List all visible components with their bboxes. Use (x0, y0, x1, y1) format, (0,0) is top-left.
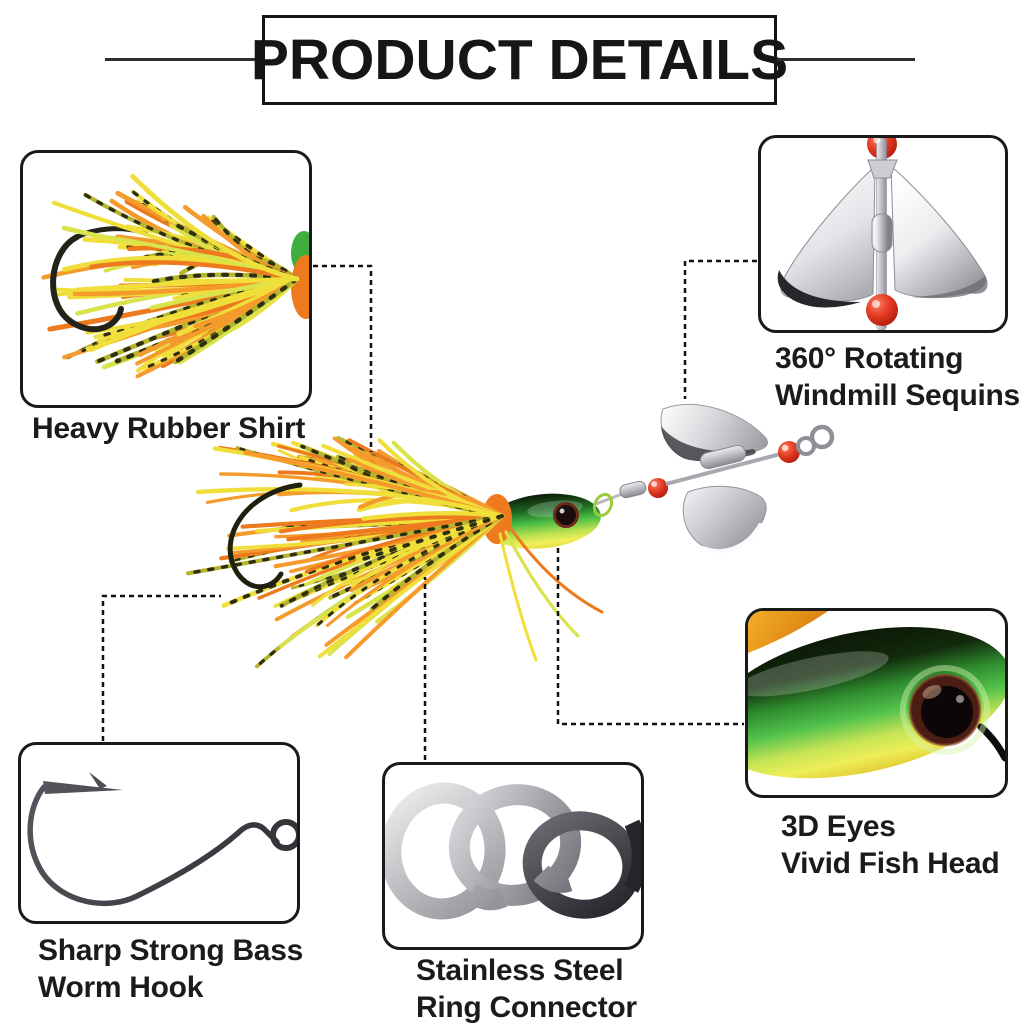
ring-connector-photo (385, 782, 641, 920)
rubber-skirt-photo (41, 173, 309, 379)
skirt-strands (41, 173, 300, 379)
hook-point (43, 781, 123, 794)
page-title: PRODUCT DETAILS (250, 28, 789, 92)
ring-medium (448, 784, 582, 906)
windmill-blade-left (780, 164, 876, 302)
swivel-left (619, 480, 647, 499)
callout-windmill (758, 135, 1008, 333)
callout-ring-connector (382, 762, 644, 950)
line-snap (592, 492, 614, 518)
hook-eye (270, 819, 297, 851)
worm-hook-photo (27, 772, 297, 906)
blade-lower (682, 485, 767, 551)
blade-axis (665, 450, 789, 486)
wire-and-blades (592, 404, 835, 554)
jig-hook-in-skirt (227, 482, 303, 590)
red-bead-left (648, 478, 668, 498)
hook-barb (89, 772, 107, 789)
hook-bend (27, 784, 241, 906)
connector-windmill (683, 259, 757, 399)
title-rule-left (105, 58, 262, 61)
title-box: PRODUCT DETAILS (251, 15, 788, 105)
label-ring-connector: Stainless Steel Ring Connector (416, 954, 637, 1024)
title-rule-right (777, 58, 915, 61)
lure-head (482, 493, 601, 549)
label-worm-hook: Sharp Strong Bass Worm Hook (38, 934, 303, 1004)
fish-head-photo (748, 611, 1005, 779)
callout-worm-hook (18, 742, 300, 924)
red-bead-bottom (866, 294, 898, 326)
windmill-blade-right (890, 164, 988, 298)
windmill-photo (777, 138, 988, 330)
ring-light (385, 782, 506, 920)
spinnerbait-lure-photo (186, 404, 835, 669)
callout-fish-head (745, 608, 1008, 798)
skirt-hook-bend (50, 234, 124, 333)
label-windmill: 360° Rotating Windmill Sequins (775, 342, 1020, 412)
skirt-strands-main (186, 436, 505, 669)
label-rubber-skirt: Heavy Rubber Shirt (32, 412, 306, 445)
callout-rubber-skirt (20, 150, 312, 408)
label-fish-head: 3D Eyes Vivid Fish Head (781, 810, 1000, 880)
ring-dark (522, 811, 641, 919)
